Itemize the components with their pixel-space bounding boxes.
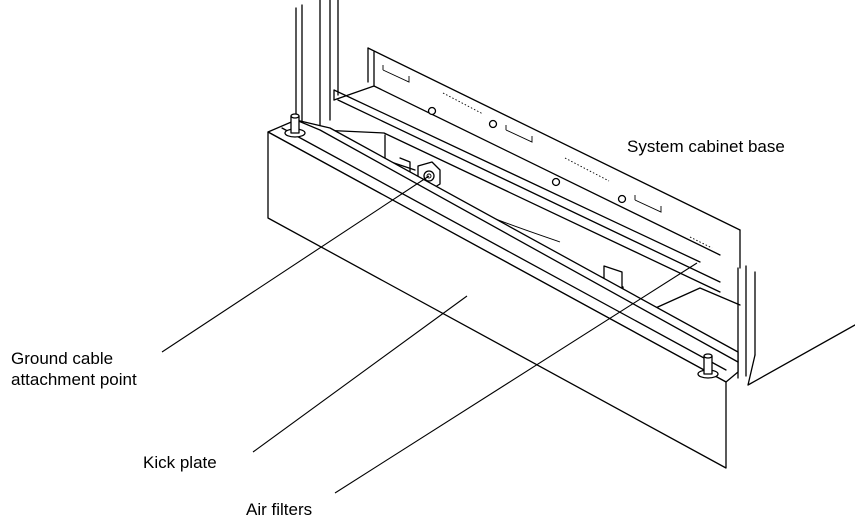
leveling-foot-left — [284, 113, 306, 138]
label-kick-plate: Kick plate — [143, 453, 217, 472]
leader-ground-cable — [161, 175, 430, 353]
label-system-cabinet-base: System cabinet base — [627, 137, 785, 156]
label-ground-line2: attachment point — [11, 370, 137, 389]
leader-air-filters — [334, 262, 698, 494]
leveling-foot-right — [697, 353, 719, 379]
cabinet-back-panel — [333, 47, 741, 256]
label-ground-line1: Ground cable — [11, 349, 114, 368]
label-air-filters: Air filters — [246, 500, 313, 519]
right-rear-post — [737, 229, 855, 386]
label-ground-cable-attachment: Ground cable attachment point — [11, 348, 137, 390]
left-rear-post — [295, 0, 339, 129]
kick-plate — [267, 119, 739, 469]
leader-kick-plate — [252, 295, 468, 453]
